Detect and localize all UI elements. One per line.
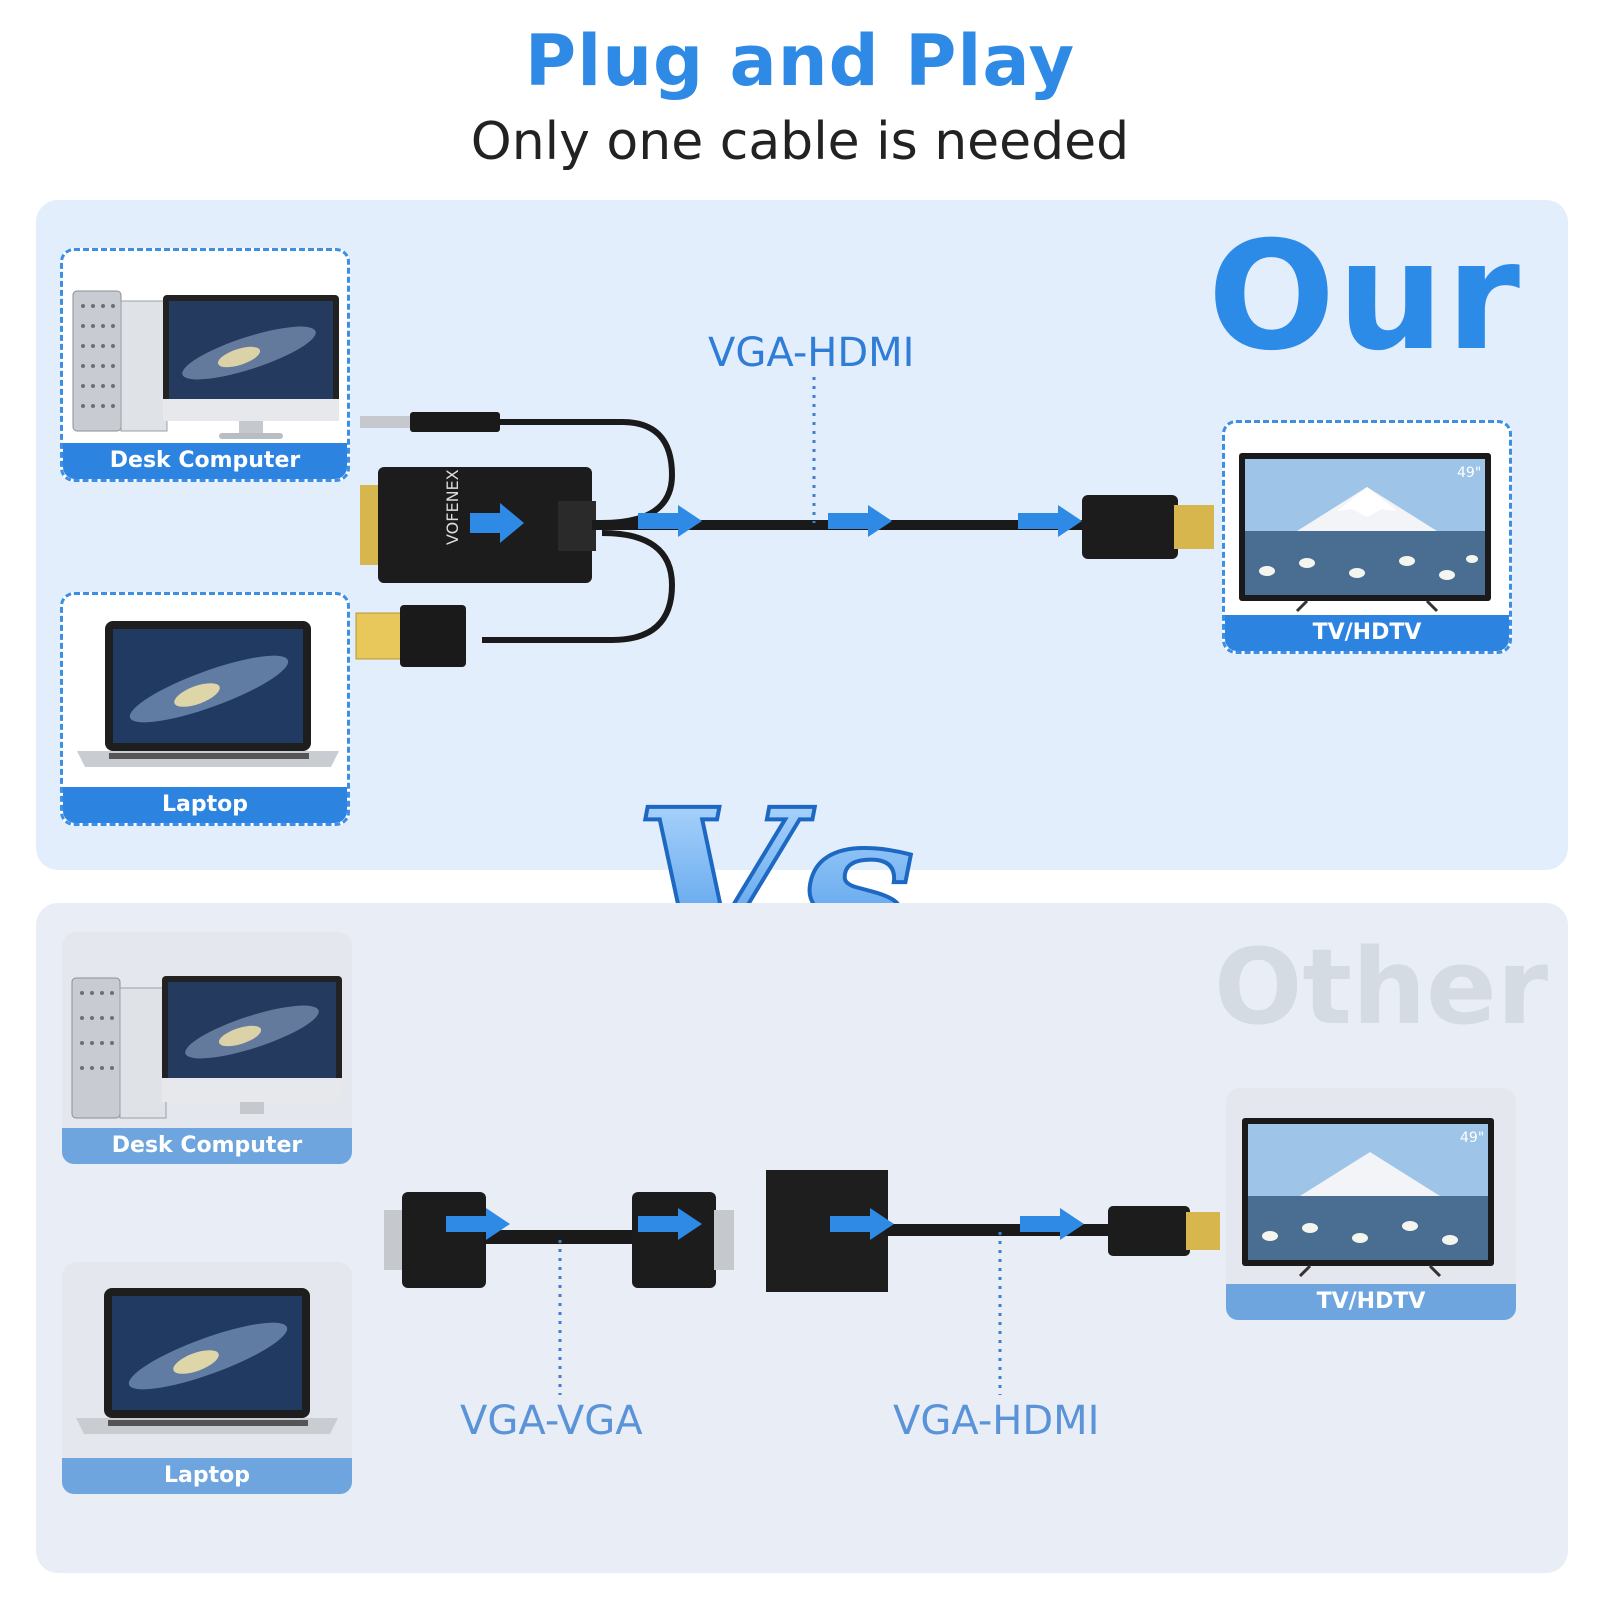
other-laptop-card: Laptop <box>62 1262 352 1494</box>
desk-computer-card: Desk Computer <box>60 248 350 482</box>
desk-computer-label: Desk Computer <box>63 443 347 479</box>
tv-card: 49" TV/HDTV <box>1222 420 1512 654</box>
desk-computer-icon <box>72 290 339 439</box>
our-heading: Our <box>1207 210 1522 384</box>
other-laptop-label: Laptop <box>62 1458 352 1494</box>
brand-label: VOFENEX <box>443 469 462 545</box>
other-heading: Other <box>1214 926 1548 1048</box>
other-desk-computer-label: Desk Computer <box>62 1128 352 1164</box>
other-tv-label: TV/HDTV <box>1226 1284 1516 1320</box>
laptop-card: Laptop <box>60 592 350 826</box>
flow-arrows <box>470 503 1082 543</box>
tv-size-label: 49" <box>1457 465 1481 481</box>
our-cable-label: VGA-HDMI <box>708 330 915 376</box>
desk-computer-icon <box>71 976 342 1119</box>
laptop-icon <box>77 621 339 767</box>
tv-icon: 49" <box>1239 453 1491 613</box>
tv-icon: 49" <box>1242 1118 1494 1278</box>
tv-size-label: 49" <box>1460 1130 1484 1146</box>
vga-vga-and-adapter-cables <box>384 1170 1220 1395</box>
vga-vga-label: VGA-VGA <box>460 1398 643 1444</box>
other-tv-card: 49" TV/HDTV <box>1226 1088 1516 1320</box>
other-vga-hdmi-label: VGA-HDMI <box>893 1398 1100 1444</box>
tv-label: TV/HDTV <box>1225 615 1509 651</box>
vga-hdmi-cable: VOFENEX <box>355 377 1214 667</box>
other-desk-computer-card: Desk Computer <box>62 932 352 1164</box>
page-subtitle: Only one cable is needed <box>470 112 1130 172</box>
page-title: Plug and Play <box>524 20 1076 102</box>
laptop-icon <box>76 1288 338 1434</box>
laptop-label: Laptop <box>63 787 347 823</box>
